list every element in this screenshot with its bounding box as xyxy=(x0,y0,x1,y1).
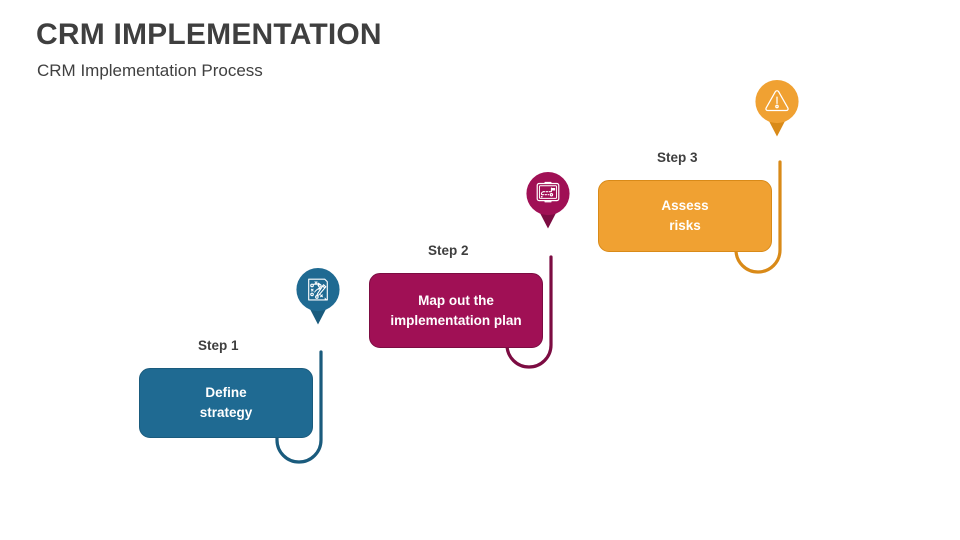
page-subtitle: CRM Implementation Process xyxy=(37,61,263,80)
connector-step-3 xyxy=(727,160,797,282)
step-card-3-line1: Assess xyxy=(661,198,709,214)
step-label-1: Step 1 xyxy=(198,338,239,353)
step-card-1[interactable]: Define strategy xyxy=(139,368,313,438)
step-card-1-line2: strategy xyxy=(199,405,253,420)
step-card-1-line1: Define xyxy=(205,385,247,401)
connector-step-1 xyxy=(268,350,338,472)
step-pin-2[interactable] xyxy=(519,172,577,230)
step-card-3[interactable]: Assess risks xyxy=(598,180,772,252)
roadmap-screen-icon xyxy=(536,181,560,203)
page-title: CRM IMPLEMENTATION xyxy=(36,18,382,51)
connector-step-2 xyxy=(498,255,568,377)
step-label-2: Step 2 xyxy=(428,243,469,258)
step-card-3-text: Assess risks xyxy=(661,196,708,235)
strategy-playbook-icon xyxy=(308,278,328,301)
step-pin-1[interactable] xyxy=(289,268,347,326)
step-card-3-line2: risks xyxy=(669,218,701,233)
step-card-2-text: Map out the implementation plan xyxy=(390,291,521,330)
warning-triangle-icon xyxy=(765,90,789,112)
step-label-3: Step 3 xyxy=(657,150,698,165)
step-pin-3[interactable] xyxy=(748,80,806,138)
step-card-2-line1: Map out the xyxy=(418,292,494,308)
step-card-2[interactable]: Map out the implementation plan xyxy=(369,273,543,348)
step-card-1-text: Define strategy xyxy=(200,383,253,422)
step-card-2-line2: implementation plan xyxy=(390,312,522,328)
